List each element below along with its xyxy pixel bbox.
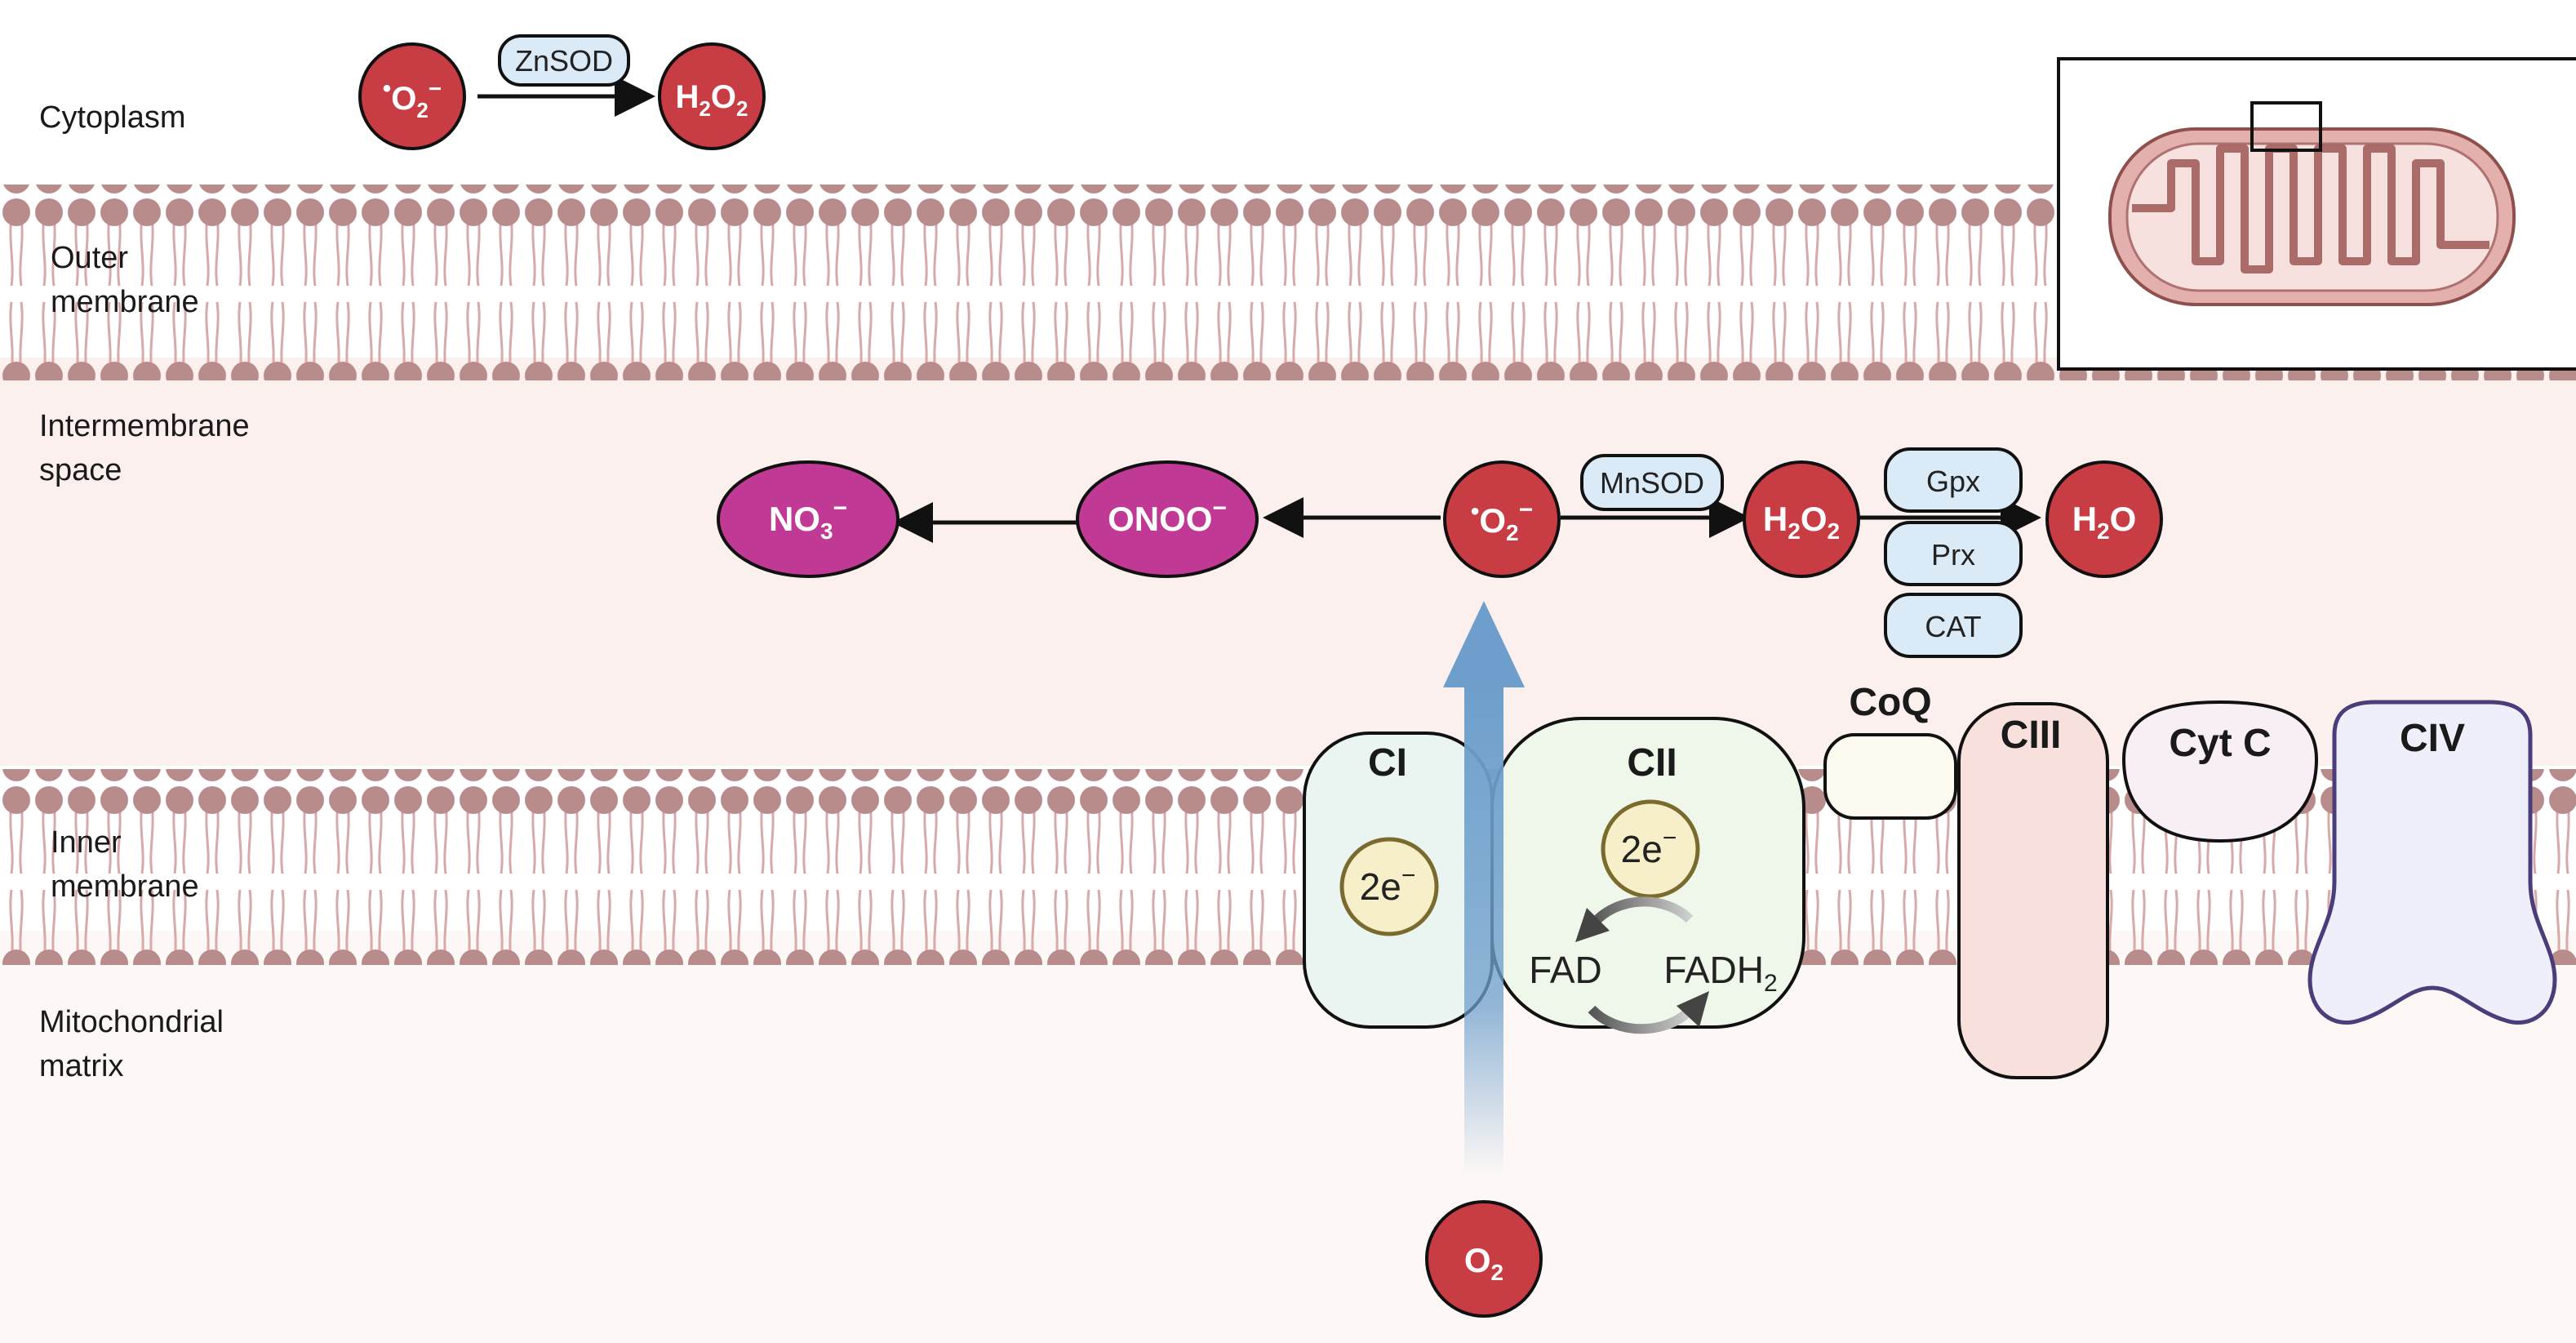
intermembrane-space-band	[0, 358, 2576, 766]
water-node	[2045, 460, 2163, 578]
complex-iii: CIII	[1957, 702, 2109, 1079]
electron-flow-arrow	[1443, 601, 1525, 1176]
cytoplasm-pathway: ZnSOD •O2− H2O2	[358, 34, 766, 150]
cat-enzyme	[1884, 593, 2023, 658]
gpx-label: Gpx	[1926, 465, 1980, 498]
intermembrane-space-label: Intermembrane space	[39, 409, 258, 487]
complex-i-electrons-label: 2e−	[1360, 862, 1416, 908]
prx-enzyme	[1884, 521, 2023, 586]
znsod-label: ZnSOD	[515, 44, 613, 78]
inner-membrane-label: Inner membrane	[51, 825, 199, 904]
cyto-superoxide-label: •O2−	[383, 75, 442, 122]
cycle-arrowhead-right	[1677, 991, 1709, 1027]
complex-iv-label: CIV	[2400, 717, 2465, 760]
nitrate-label: NO3−	[769, 495, 847, 544]
complex-i: CI 2e−	[1303, 732, 1494, 1029]
complex-ii-label: CII	[1627, 741, 1677, 785]
ims-superoxide-node	[1443, 460, 1561, 578]
cyto-h2o2-node	[658, 42, 766, 150]
fad-cycle-top-arrow	[1588, 896, 1694, 929]
complex-i-label: CI	[1368, 741, 1407, 785]
coq-label: CoQ	[1849, 681, 1931, 724]
cytochrome-c: Cyt C	[2121, 700, 2319, 843]
matrix-band	[0, 931, 2576, 1343]
matrix-label: Mitochondrial matrix	[39, 1005, 233, 1083]
znsod-enzyme	[498, 34, 630, 87]
mnsod-label: MnSOD	[1600, 466, 1704, 500]
complex-i-electrons-node	[1339, 837, 1439, 936]
complex-ii: CII 2e− FAD FADH2	[1490, 717, 1805, 1034]
fad-label: FAD	[1529, 949, 1601, 991]
complex-ii-electrons-node	[1601, 799, 1700, 899]
cyto-h2o2-label: H2O2	[676, 79, 748, 121]
water-label: H2O	[2072, 500, 2137, 544]
mnsod-enzyme	[1580, 454, 1724, 511]
cat-label: CAT	[1925, 610, 1981, 643]
fadh2-label: FADH2	[1663, 949, 1777, 997]
peroxynitrite-label: ONOO−	[1108, 495, 1227, 538]
complex-ii-electrons-label: 2e−	[1621, 825, 1677, 870]
ims-pathway: NO3− ONOO− •O2− MnSOD H2O2 Gpx Prx CAT H…	[717, 447, 2163, 658]
cristae-folds	[2132, 145, 2489, 273]
ims-superoxide-label: •O2−	[1471, 496, 1533, 545]
outer-membrane-label: Outer membrane	[51, 241, 199, 319]
complex-iv: CIV	[2307, 700, 2557, 1025]
fad-cycle-bottom-arrow	[1588, 1005, 1694, 1034]
complex-iii-label: CIII	[2001, 714, 2062, 757]
gpx-enzyme	[1884, 447, 2023, 513]
cycle-arrowhead-left	[1575, 908, 1610, 942]
prx-label: Prx	[1931, 538, 1975, 571]
oxygen-node	[1425, 1200, 1543, 1318]
ims-h2o2-node	[1743, 460, 1860, 578]
cyto-superoxide-node	[358, 42, 466, 150]
cytc-label: Cyt C	[2169, 722, 2271, 765]
coenzyme-q: CoQ	[1823, 681, 1957, 820]
zoom-region-box	[2250, 101, 2322, 152]
peroxynitrite-node	[1076, 460, 1259, 578]
mitochondrion-inset	[2057, 57, 2576, 371]
cytoplasm-label: Cytoplasm	[39, 100, 186, 135]
ims-h2o2-label: H2O2	[1763, 500, 1840, 544]
oxygen-label: O2	[1464, 1241, 1503, 1285]
nitrate-node	[717, 460, 899, 578]
